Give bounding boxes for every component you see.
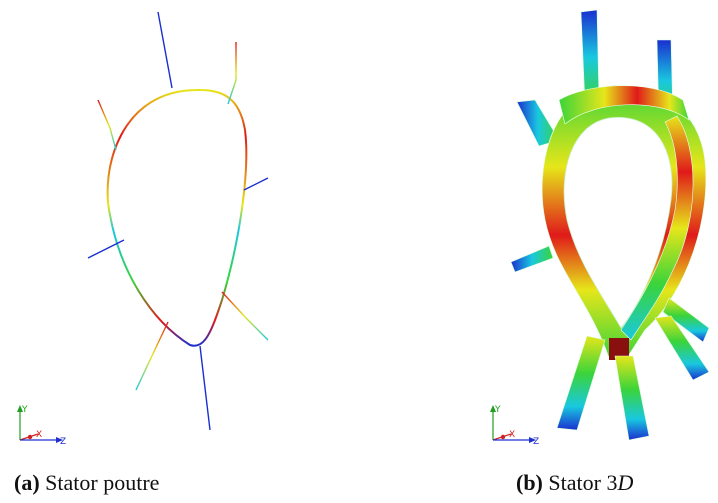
beam-stator-figure: Y X Z	[17, 11, 269, 447]
beam-arm-bottom-left	[135, 321, 169, 391]
beam-ring	[106, 88, 248, 347]
panel-a-beam-stator: Y X Z	[0, 0, 359, 460]
stator-arm-bottom	[614, 355, 650, 441]
beam-arm-bottom-right	[221, 291, 269, 341]
axes-triad-a: Y X Z	[17, 405, 66, 447]
stator-arm-bottom-right	[654, 315, 710, 381]
stator-arm-bottom-left	[556, 335, 606, 431]
panel-b-3d-stator: Y X Z	[359, 0, 718, 460]
axes-triad-b: Y X Z	[490, 405, 539, 447]
stator-ring-right-side	[620, 115, 694, 341]
svg-text:Z: Z	[533, 437, 539, 447]
3d-stator-figure: Y X Z	[490, 9, 710, 447]
caption-b-text: Stator 3	[548, 470, 618, 495]
svg-text:X: X	[36, 430, 42, 440]
beam-arm-left-lower	[87, 239, 125, 259]
svg-text:Y: Y	[21, 405, 28, 415]
stator-ring-top-band	[558, 85, 690, 125]
caption-b-label: (b)	[516, 470, 543, 495]
beam-arm-left-upper	[97, 99, 117, 151]
caption-b-italic: D	[617, 470, 634, 495]
beam-arm-top	[157, 11, 173, 89]
svg-text:Y: Y	[494, 405, 501, 415]
stator-core-bottom	[609, 338, 629, 360]
stator-arm-right	[662, 297, 710, 343]
caption-b: (b) Stator 3D	[516, 470, 633, 496]
beam-arm-bottom	[199, 345, 211, 431]
svg-text:Z: Z	[60, 437, 66, 447]
caption-a-label: (a)	[14, 470, 40, 495]
beam-arm-right	[243, 177, 269, 191]
caption-a: (a) Stator poutre	[14, 470, 159, 496]
stator-arm-left	[510, 245, 554, 273]
svg-text:X: X	[509, 430, 515, 440]
beam-arm-top-right	[227, 42, 237, 105]
caption-a-text: Stator poutre	[45, 470, 160, 495]
stator-ring-hole	[563, 116, 673, 329]
